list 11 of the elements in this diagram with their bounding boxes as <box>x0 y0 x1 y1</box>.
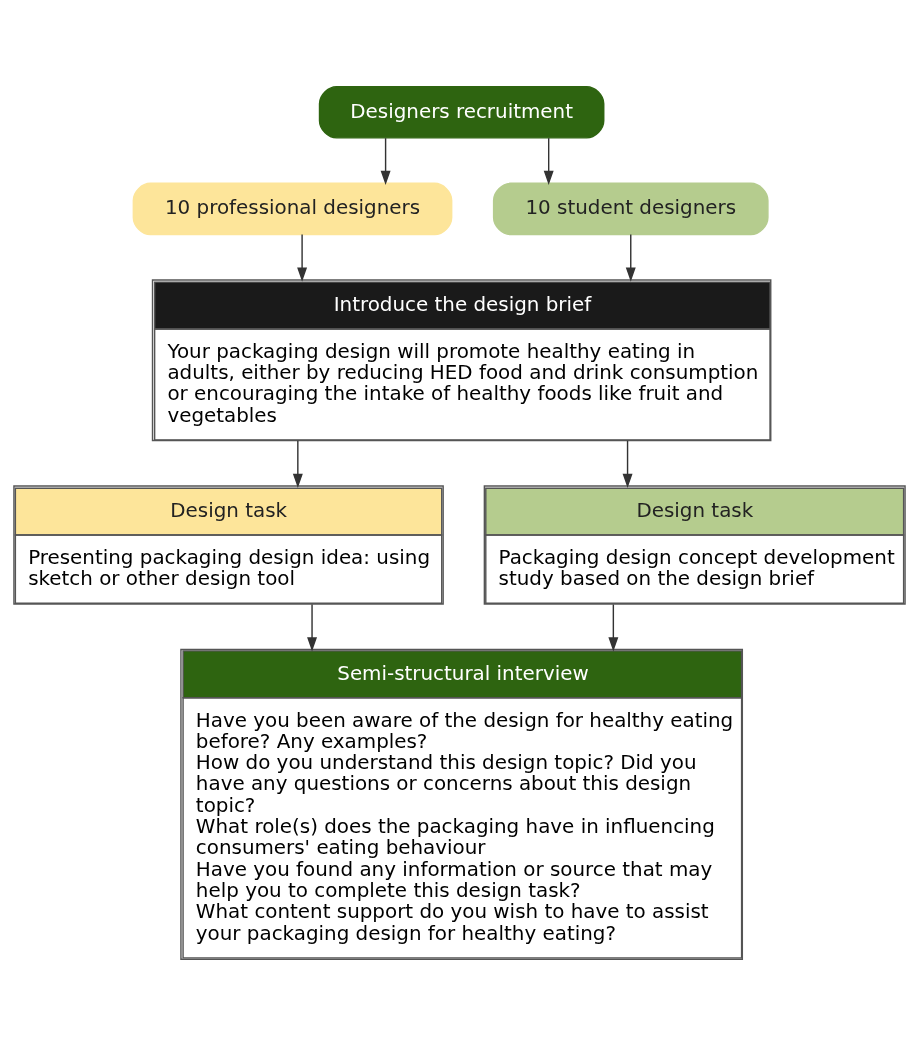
arrow <box>307 603 318 651</box>
node-box: 10 student designers <box>492 182 769 235</box>
arrow <box>380 136 391 185</box>
node-box: 10 professional designers <box>132 182 453 235</box>
arrow <box>297 233 308 282</box>
arrow <box>292 439 303 488</box>
arrow <box>608 603 619 651</box>
arrow <box>543 136 554 185</box>
node-box: Designers recruitment <box>318 85 605 139</box>
arrow <box>622 439 633 488</box>
arrow <box>625 233 636 282</box>
